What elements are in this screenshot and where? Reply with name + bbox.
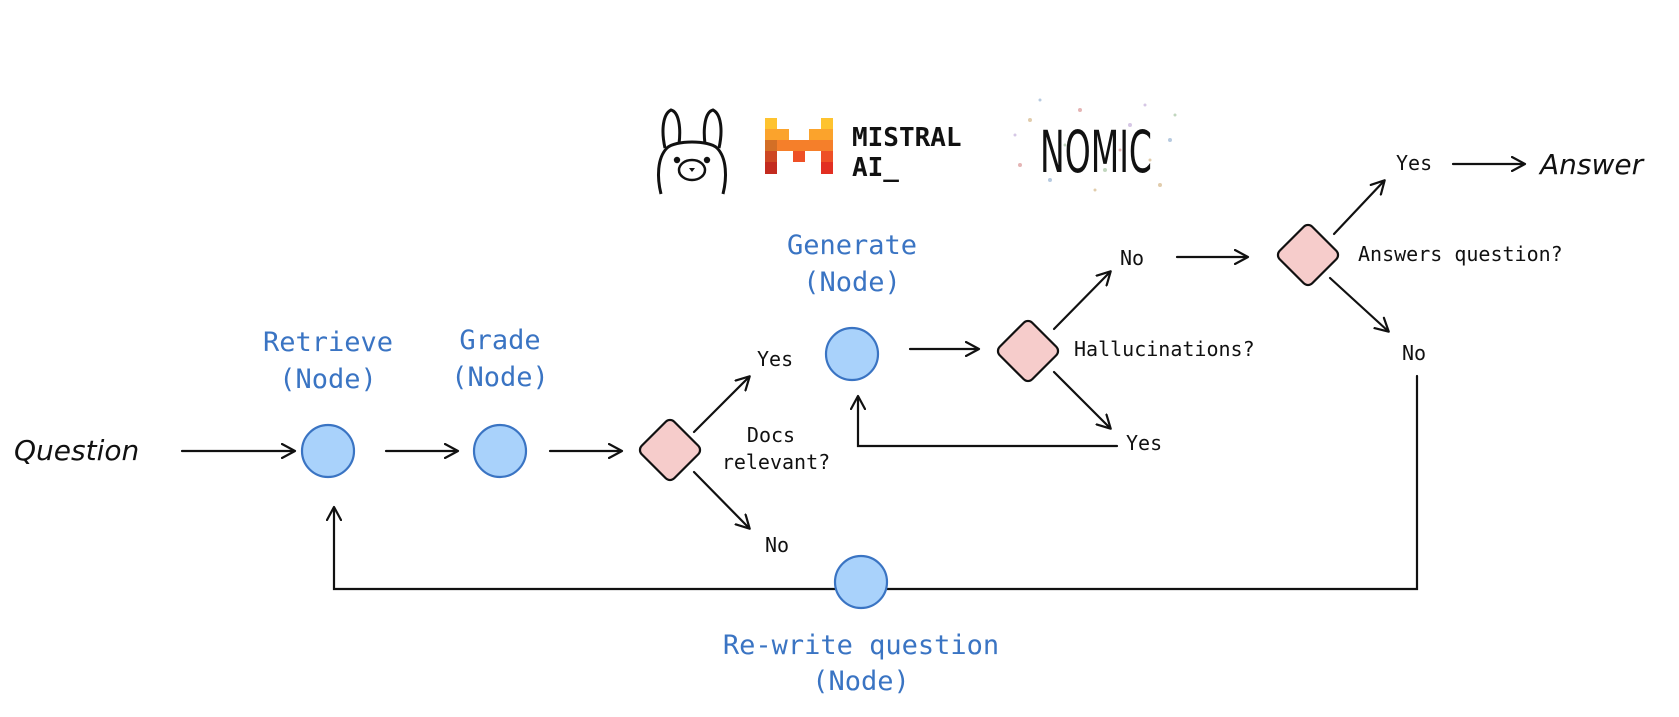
hallucinations-no-label: No [1120, 246, 1144, 270]
nomic-logo-text: NOMIC [1040, 118, 1152, 186]
generate-node-title: Generate [787, 230, 917, 261]
docs-relevant-decision[interactable] [637, 417, 702, 482]
answers-question-label: Answers question? [1358, 242, 1563, 266]
docs-yes-label: Yes [757, 347, 793, 371]
hallucinations-decision[interactable] [995, 318, 1060, 383]
retrieve-node-subtitle: (Node) [279, 364, 377, 395]
docs-no-label: No [765, 533, 789, 557]
rewrite-node-title: Re-write question [723, 630, 999, 661]
answers-yes-label: Yes [1396, 151, 1432, 175]
grade-node-title: Grade [459, 325, 540, 356]
retrieve-node[interactable] [300, 423, 356, 479]
hallucinations-label: Hallucinations? [1074, 337, 1255, 361]
question-start-label: Question [14, 434, 139, 467]
retrieve-node-title: Retrieve [263, 327, 393, 358]
rewrite-question-node[interactable] [833, 554, 889, 610]
edge-docs-no [692, 470, 749, 528]
mistral-logo-line2: AI_ [852, 153, 899, 183]
docs-relevant-label-line1: Docs [747, 423, 795, 447]
answers-question-decision[interactable] [1275, 222, 1340, 287]
mistral-logo-line1: MISTRAL [852, 123, 962, 153]
rewrite-node-subtitle: (Node) [812, 666, 910, 697]
edge-halluc-yes-back-to-generate [858, 397, 1119, 448]
nomic-logo: NOMIC [1013, 98, 1177, 192]
edge-answers-no [1328, 276, 1388, 331]
edge-rewrite-loop-to-retrieve [334, 374, 1419, 591]
generate-node[interactable] [824, 326, 880, 382]
ollama-logo [657, 108, 727, 195]
mistral-ai-logo: MISTRAL AI_ [765, 118, 962, 183]
edge-docs-yes [692, 377, 749, 434]
grade-node-subtitle: (Node) [451, 362, 549, 393]
hallucinations-yes-label: Yes [1126, 431, 1162, 455]
nomic-speckle-background [1013, 98, 1177, 192]
grade-node[interactable] [472, 423, 528, 479]
ollama-llama-icon [657, 108, 727, 195]
mistral-m-icon [765, 118, 833, 174]
answer-end-label: Answer [1538, 148, 1645, 181]
edge-answers-yes [1332, 181, 1384, 236]
generate-node-subtitle: (Node) [803, 267, 901, 298]
edge-halluc-yes [1052, 370, 1110, 428]
docs-relevant-label-line2: relevant? [722, 450, 830, 474]
edge-halluc-no [1052, 272, 1110, 331]
answers-no-label: No [1402, 341, 1426, 365]
